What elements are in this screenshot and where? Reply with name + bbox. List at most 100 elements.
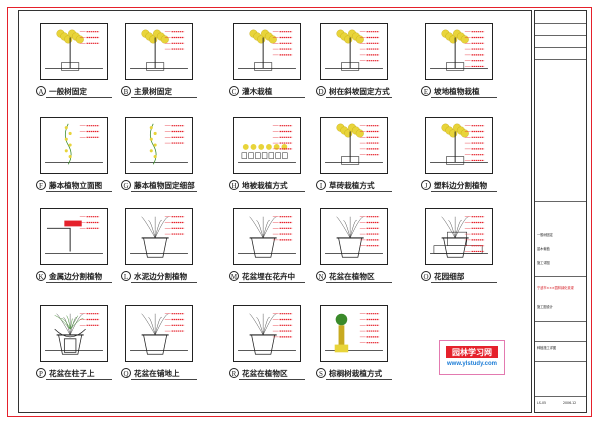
detail-tile: [425, 117, 493, 174]
label-underline: [131, 282, 197, 283]
tb-project-label: 一般树固定: [537, 233, 553, 237]
detail-letter: G: [121, 180, 131, 190]
detail-drawing: [238, 125, 296, 163]
detail-letter: N: [316, 271, 326, 281]
title-block: 一般树固定 苗木栽植 施工详图 宁波市×××园林绿化景观 施工图设计 种植施工详…: [534, 10, 587, 413]
tb-project-name: 宁波市×××园林绿化景观: [537, 286, 574, 290]
tb-divider: [535, 361, 586, 362]
detail-tile: [320, 305, 388, 362]
detail-caption: 灌木栽植: [242, 86, 273, 96]
detail-tile: [40, 305, 108, 362]
tb-divider: [535, 321, 586, 322]
detail-caption: 棕榈树栽植方式: [329, 368, 383, 378]
detail-caption: 坡地植物栽植: [434, 86, 480, 96]
tb-row-1: 苗木栽植: [537, 247, 550, 251]
detail-caption: 花园细部: [434, 271, 465, 281]
detail-tile: [125, 208, 193, 265]
label-underline: [239, 282, 305, 283]
tb-divider: [535, 59, 586, 60]
detail-caption: 花盆埋在花卉中: [242, 271, 296, 281]
detail-letter: P: [36, 368, 46, 378]
detail-caption: 草砖栽植方式: [329, 180, 375, 190]
detail-tile: [125, 23, 193, 80]
sheet-border: [7, 7, 592, 417]
detail-drawing: [238, 313, 296, 355]
detail-drawing: [45, 123, 103, 165]
label-underline: [46, 282, 112, 283]
detail-tile: [320, 117, 388, 174]
detail-caption: 塑料边分割植物: [434, 180, 488, 190]
detail-tile: [425, 208, 493, 265]
tb-row-2: 施工详图: [537, 261, 550, 265]
label-underline: [326, 97, 392, 98]
tb-divider: [535, 47, 586, 48]
detail-tile: [425, 23, 493, 80]
detail-drawing: [130, 313, 188, 355]
detail-drawing: [130, 216, 188, 258]
detail-letter: S: [316, 368, 326, 378]
detail-drawing: [325, 29, 383, 71]
detail-drawing: [130, 29, 188, 71]
label-underline: [131, 379, 197, 380]
detail-letter: L: [121, 271, 131, 281]
detail-tile: [233, 305, 301, 362]
label-underline: [326, 191, 392, 192]
tb-divider: [535, 23, 586, 24]
detail-drawing: [430, 216, 488, 258]
detail-caption: 花盆在柱子上: [49, 368, 95, 378]
detail-caption: 水泥边分割植物: [134, 271, 188, 281]
detail-caption: 地被栽植方式: [242, 180, 288, 190]
label-underline: [431, 282, 497, 283]
detail-letter: H: [229, 180, 239, 190]
logo-url: www.ylstudy.com: [446, 361, 497, 367]
detail-caption: 藤本植物固定细部: [134, 180, 195, 190]
site-logo: 园林学习网 www.ylstudy.com: [439, 340, 505, 375]
detail-tile: [125, 305, 193, 362]
detail-drawing: [430, 123, 488, 165]
label-underline: [46, 191, 112, 192]
detail-drawing: [430, 29, 488, 71]
tb-date: 2006.12: [563, 401, 577, 405]
tb-divider: [535, 35, 586, 36]
tb-divider: [535, 341, 586, 342]
detail-caption: 花盆在铺地上: [134, 368, 180, 378]
detail-tile: [233, 23, 301, 80]
detail-caption: 主景树固定: [134, 86, 172, 96]
detail-letter: R: [229, 368, 239, 378]
label-underline: [431, 97, 497, 98]
detail-caption: 一般树固定: [49, 86, 87, 96]
detail-tile: [40, 117, 108, 174]
detail-drawing: [45, 29, 103, 71]
detail-letter: E: [421, 86, 431, 96]
logo-name: 园林学习网: [446, 346, 498, 358]
detail-tile: [40, 23, 108, 80]
detail-letter: K: [36, 271, 46, 281]
detail-letter: C: [229, 86, 239, 96]
detail-drawing: [238, 216, 296, 258]
label-underline: [46, 97, 112, 98]
detail-drawing: [325, 123, 383, 165]
detail-caption: 花盆在植物区: [329, 271, 375, 281]
label-underline: [239, 191, 305, 192]
detail-caption: 树在斜坡固定方式: [329, 86, 390, 96]
detail-letter: O: [421, 271, 431, 281]
detail-letter: F: [36, 180, 46, 190]
detail-letter: I: [316, 180, 326, 190]
label-underline: [131, 97, 197, 98]
label-underline: [431, 191, 497, 192]
detail-caption: 藤本植物立面图: [49, 180, 103, 190]
label-underline: [46, 379, 112, 380]
detail-letter: D: [316, 86, 326, 96]
